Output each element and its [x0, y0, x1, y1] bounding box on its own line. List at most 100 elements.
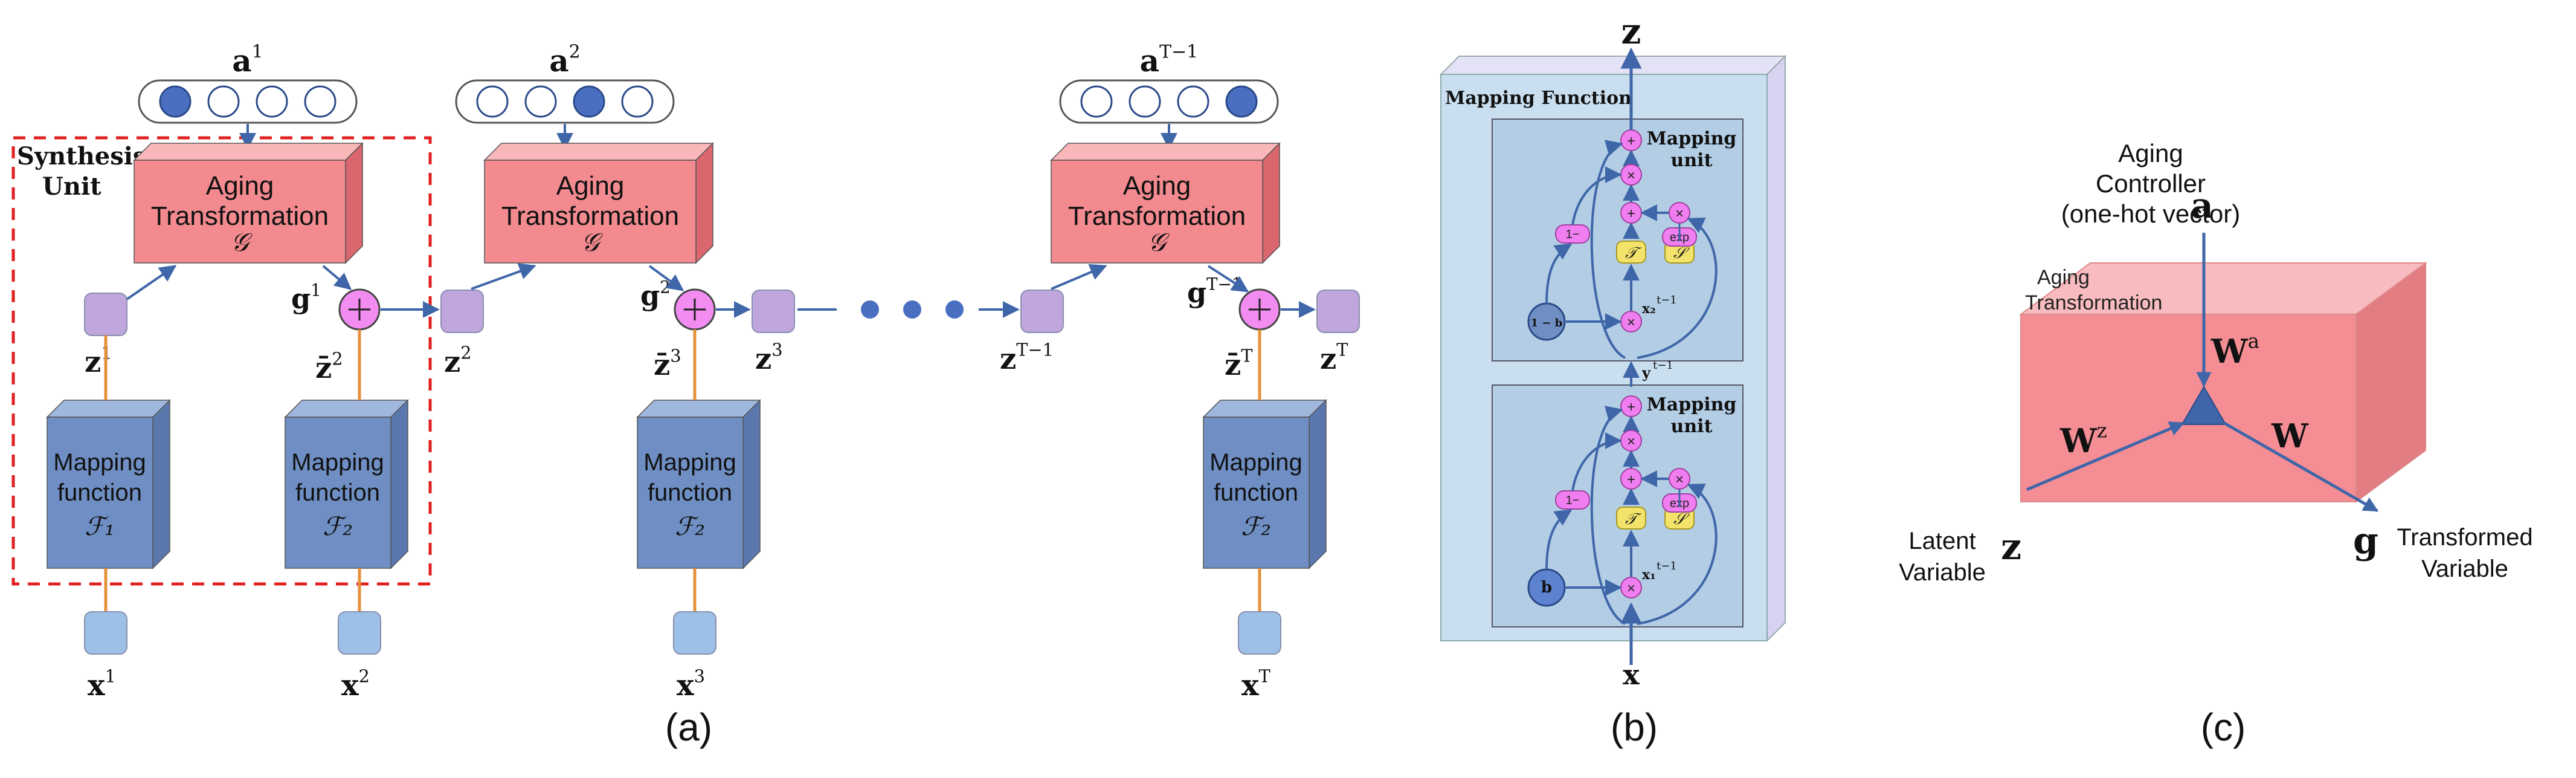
mapping-block-symbol-1: ℱ₁: [85, 511, 115, 541]
a-label-2: a2: [549, 42, 581, 79]
mapping-unit-lower-T-box: [1616, 507, 1646, 530]
mapping-block-2-top: [284, 400, 409, 418]
latent-label-2: Variable: [1899, 559, 1986, 586]
mapping-block-4-side: [1309, 399, 1327, 569]
mapping-block-symbol-2: ℱ₂: [323, 511, 353, 541]
mapping-unit-upper-skip-right: [1637, 218, 1718, 359]
mapping-unit-upper-times-top-sym: ×: [1627, 167, 1635, 184]
mapping-block-line1-4: Mapping: [1209, 449, 1302, 476]
mapping-unit-lower-one-minus-sym: 1−: [1566, 494, 1580, 507]
latent-arrow: [2026, 421, 2185, 491]
mapping-block-1-top: [46, 400, 171, 418]
z-label-2: z2: [444, 342, 472, 379]
mapping-block-line2-3: function: [648, 479, 732, 506]
arrow-aging2-to-plus2: [648, 265, 684, 291]
mapping-block-2-side: [390, 399, 408, 569]
aging-block-2-face: [484, 160, 697, 264]
x-label-3: x3: [677, 666, 705, 702]
onehot-slot-1-3: [256, 85, 288, 118]
caption-b: (b): [1611, 705, 1658, 749]
combine-node-3: [1238, 288, 1281, 331]
combine-node-1: [338, 288, 381, 331]
aging-block-line1-2: Aging: [556, 171, 625, 201]
aging-block-3-side: [1262, 142, 1280, 264]
mapping-unit-upper-x-sup: t−1: [1657, 294, 1677, 306]
mapping-block-1: [46, 399, 171, 569]
mapping-unit-lower-1minus-to-times: [1571, 432, 1622, 491]
arrow-aging3-to-plusT: [1207, 265, 1249, 293]
aging-block-line2-2: Transformation: [501, 201, 679, 231]
mapping-block-2-face: [285, 417, 391, 569]
mapping-block-line1-3: Mapping: [643, 449, 736, 476]
onehot-slot-3-1: [1080, 85, 1113, 118]
mapping-block-line1-1: Mapping: [53, 449, 146, 476]
panel-b-box-side: [1766, 54, 1786, 643]
panel-b-y-sup: t−1: [1653, 359, 1673, 372]
aging-block-2: [483, 142, 714, 264]
latent-node-z1: [84, 293, 127, 336]
zbar-label-1: z̄2: [315, 348, 343, 385]
mapping-block-3-top: [636, 400, 761, 418]
panel-b-output-z: z: [1621, 11, 1641, 52]
output-var: g: [2353, 520, 2378, 562]
mapping-unit-upper-1minus-to-times: [1571, 166, 1622, 225]
mapping-unit-upper-gate-input-label: 1 − b: [1531, 317, 1563, 329]
mapping-unit-lower-times-top-sym: ×: [1627, 433, 1635, 450]
mapping-unit-lower-plus-top-sym: +: [1627, 399, 1635, 415]
aging-block-3-top: [1050, 143, 1281, 161]
latent-var: z: [2001, 526, 2021, 568]
mapping-block-1-face: [47, 417, 153, 569]
mapping-unit-lower-skip-left: [1590, 406, 1626, 625]
z-label-3: z3: [755, 339, 783, 376]
w-z-label: Wz: [2059, 420, 2107, 460]
aging-box-label-1: Aging: [2037, 266, 2090, 289]
mapping-unit-lower-x-sup: t−1: [1657, 560, 1677, 572]
mapping-unit-upper-times-right: [1669, 202, 1690, 224]
mapping-unit-upper-plus-top-sym: +: [1627, 133, 1635, 149]
mapping-block-3-face: [637, 417, 744, 569]
latent-node-z2: [440, 290, 484, 333]
mapping-unit-upper-plus-mid-sym: +: [1627, 206, 1635, 222]
z-label-1: z1: [85, 342, 112, 379]
mapping-unit-upper-T-box: [1616, 241, 1646, 264]
z-label-4: zT−1: [1000, 339, 1054, 376]
onehot-slot-2-3: [573, 85, 605, 118]
mapping-block-1-side: [152, 399, 170, 569]
mapping-unit-lower-times-right: [1669, 468, 1690, 490]
caption-c: (c): [2201, 705, 2246, 749]
mapping-unit-upper-label-1: Mapping: [1647, 128, 1737, 149]
mapping-block-line2-1: function: [57, 479, 142, 506]
mapping-block-symbol-3: ℱ₂: [675, 511, 705, 541]
w-label: W: [2271, 417, 2309, 455]
output-label-2: Variable: [2421, 556, 2508, 582]
input-node-x4: [1238, 611, 1281, 655]
onehot-slot-1-4: [304, 85, 336, 118]
mapping-unit-upper-gate-to-1minus: [1545, 243, 1573, 304]
onehot-slot-1-1: [159, 85, 192, 118]
mapping-block-3: [636, 399, 761, 569]
controller-var: a: [2191, 185, 2214, 226]
aging-block-line2-1: Transformation: [151, 201, 329, 231]
output-arrow: [2223, 421, 2379, 513]
panel-b-title: Mapping Function: [1445, 88, 1632, 109]
ellipsis-dot-2: [903, 300, 921, 319]
a-label-1: a1: [232, 42, 263, 79]
mapping-block-line2-4: function: [1214, 479, 1298, 506]
aging-block-1-face: [134, 160, 346, 264]
arrow-z2-to-aging2: [471, 263, 536, 290]
mapping-block-4: [1202, 399, 1327, 569]
zbar-label-3: z̄T: [1225, 345, 1252, 382]
g-label-1: g1: [291, 280, 321, 315]
x-label-1: x1: [88, 666, 116, 702]
controller-label-3: (one-hot vector): [2061, 199, 2240, 228]
panel-b: Mapping Function zxMappingunit+×+××𝒯𝒮exp…: [1439, 11, 1787, 691]
ellipsis-dot-3: [945, 300, 964, 319]
mapping-block-4-top: [1202, 400, 1327, 418]
synthesis-unit-label: Synthesis Unit: [17, 142, 155, 201]
onehot-slot-2-1: [476, 85, 509, 118]
mapping-block-3-side: [742, 399, 761, 569]
g-label-3: gT−1: [1187, 274, 1242, 309]
aging-box-label-2: Transformation: [2025, 291, 2162, 314]
